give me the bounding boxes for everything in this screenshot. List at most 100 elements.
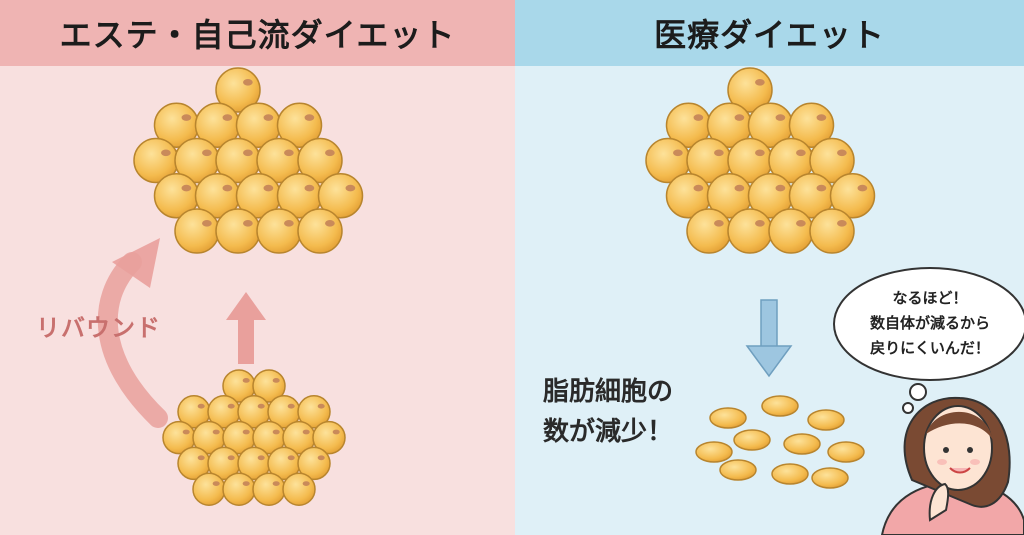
fat-cell-nucleus: [242, 429, 250, 435]
fat-cell-nucleus: [182, 429, 190, 435]
fat-cell-nucleus: [775, 184, 786, 192]
fat-cell-nucleus: [816, 184, 827, 192]
left-panel-title: エステ・自己流ダイエット: [0, 0, 515, 66]
fat-cell: [809, 208, 855, 254]
fat-cell-nucleus: [714, 220, 724, 227]
reduced-fat-cell: [733, 429, 771, 451]
fat-cell-nucleus: [673, 149, 683, 157]
fat-cell: [829, 173, 876, 219]
fat-cell-nucleus: [693, 114, 704, 121]
fat-cell-nucleus: [263, 184, 274, 192]
fat-cell-nucleus: [212, 481, 220, 486]
down-arrow: [745, 299, 793, 378]
fat-cell-nucleus: [332, 429, 340, 435]
fat-cell-nucleus: [816, 114, 827, 121]
fat-cell-nucleus: [693, 184, 704, 192]
fat-cell-nucleus: [325, 220, 335, 227]
fat-cell-nucleus: [796, 220, 806, 227]
fat-cell-nucleus: [222, 184, 233, 192]
fat-cell-nucleus: [304, 114, 315, 121]
fat-cell: [297, 208, 343, 254]
up-arrow: [226, 292, 266, 364]
fat-cell-nucleus: [257, 403, 265, 409]
fat-cell-nucleus: [272, 378, 280, 383]
fat-cell-cluster-large-right: [645, 67, 876, 254]
rebound-label: リバウンド: [36, 314, 161, 342]
fat-cell: [317, 173, 364, 219]
fat-cell-nucleus: [212, 429, 220, 435]
thought-bubble: [833, 267, 1024, 414]
fat-cell-nucleus: [197, 403, 205, 409]
thought-bubble-text: なるほど！ 数自体が減るから 戻りにくいんだ！: [842, 286, 1018, 361]
fat-cell-nucleus: [714, 149, 724, 157]
fat-cell: [282, 472, 316, 506]
thought-line-1: なるほど！: [892, 289, 968, 307]
fat-cell: [727, 208, 773, 254]
fat-cell-nucleus: [284, 149, 294, 157]
reduced-fat-cell: [827, 441, 865, 463]
fat-cell-nucleus: [734, 114, 745, 121]
fat-cell-nucleus: [302, 481, 310, 486]
fat-cell: [727, 67, 773, 113]
fat-cell-nucleus: [227, 403, 235, 409]
fat-cell-nucleus: [755, 149, 765, 157]
reduction-label-line1: 脂肪細胞の: [543, 377, 674, 407]
fat-cell-nucleus: [263, 114, 274, 121]
fat-cell-nucleus: [317, 455, 325, 461]
reduced-fat-cell: [811, 467, 849, 489]
fat-cell: [686, 208, 732, 254]
fat-cell: [256, 208, 302, 254]
reduced-fat-cell: [719, 459, 757, 481]
fat-cell: [252, 472, 286, 506]
fat-cell: [297, 395, 331, 429]
thought-line-2: 数自体が減るから: [869, 314, 990, 332]
fat-cell-nucleus: [197, 455, 205, 461]
rebound-curved-arrow: [97, 238, 168, 428]
fat-cell-nucleus: [257, 455, 265, 461]
fat-cell-nucleus: [304, 184, 315, 192]
fat-cell-nucleus: [272, 481, 280, 486]
fat-cell-nucleus: [202, 220, 212, 227]
fat-cell-nucleus: [734, 184, 745, 192]
fat-cell-nucleus: [287, 455, 295, 461]
reduced-fat-cell: [761, 395, 799, 417]
fat-cell-nucleus: [181, 184, 192, 192]
fat-cell-reduction-label: 脂肪細胞の 数が減少！: [543, 372, 673, 452]
reduction-label-line2: 数が減少！: [543, 417, 674, 447]
thought-line-3: 戻りにくいんだ！: [870, 339, 990, 357]
fat-cell: [215, 208, 261, 254]
fat-cell-nucleus: [755, 220, 765, 227]
reduced-fat-cell: [709, 407, 747, 429]
fat-cell: [768, 208, 814, 254]
fat-cell: [192, 472, 226, 506]
fat-cell: [276, 102, 323, 149]
fat-cell: [252, 369, 286, 403]
fat-cells-reduced: [695, 395, 865, 489]
fat-cell: [297, 137, 343, 184]
fat-cell-nucleus: [837, 220, 847, 227]
fat-cell-nucleus: [345, 184, 356, 192]
fat-cell: [788, 102, 835, 149]
fat-cell: [809, 137, 855, 184]
fat-cell-nucleus: [796, 149, 806, 157]
fat-cell-nucleus: [227, 455, 235, 461]
fat-cell: [222, 472, 256, 506]
fat-cell: [312, 420, 346, 455]
reduced-fat-cell: [783, 433, 821, 455]
fat-cell: [297, 446, 331, 481]
fat-cell-nucleus: [161, 149, 171, 157]
fat-cell-nucleus: [272, 429, 280, 435]
fat-cell-nucleus: [202, 149, 212, 157]
fat-cell-cluster-large-left: [133, 67, 364, 254]
fat-cell-nucleus: [243, 149, 253, 157]
fat-cell-nucleus: [243, 79, 253, 86]
fat-cell-nucleus: [242, 481, 250, 486]
reduced-fat-cell: [771, 463, 809, 485]
fat-cell-nucleus: [243, 220, 253, 227]
fat-cell-cluster-small-left: [162, 369, 346, 506]
fat-cell: [215, 67, 261, 113]
fat-cell-nucleus: [181, 114, 192, 121]
fat-cell-nucleus: [317, 403, 325, 409]
fat-cell: [174, 208, 220, 254]
